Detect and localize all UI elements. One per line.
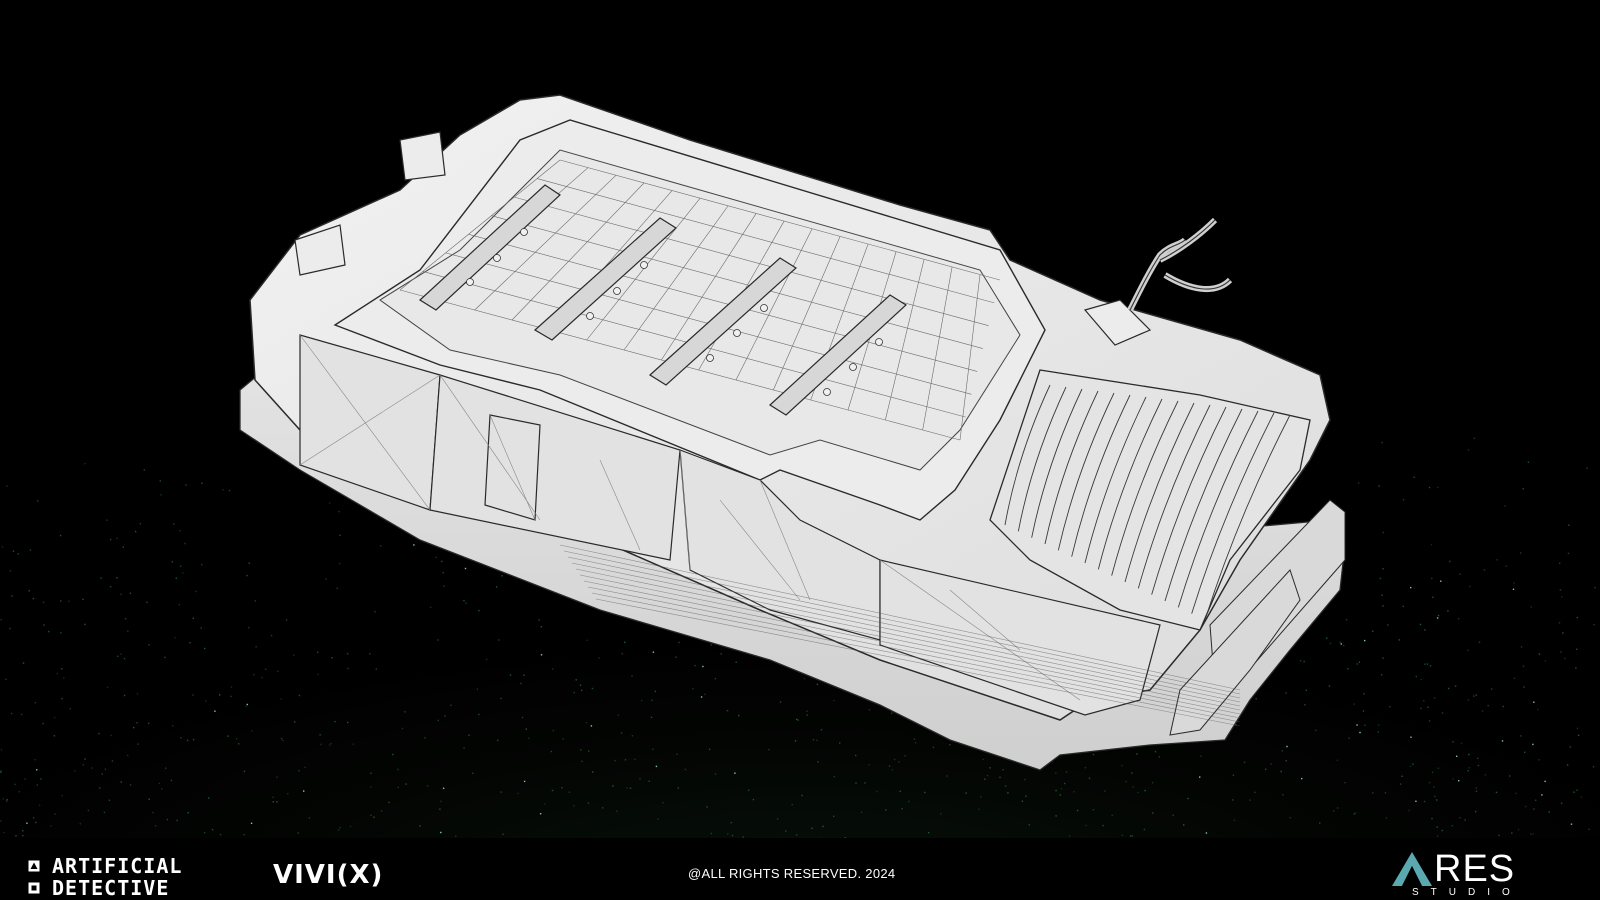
play-square-icon xyxy=(28,882,40,894)
rail-bolts xyxy=(466,228,883,396)
right-stacked-layers xyxy=(1169,499,1346,736)
vivix-logo: VIVI(X) xyxy=(273,860,384,890)
cooling-fin-block xyxy=(989,369,1311,631)
tray-recess xyxy=(379,149,1021,471)
corner-pads xyxy=(294,131,1152,346)
artificial-detective-logo: ARTIFICIAL DETECTIVE xyxy=(28,856,228,898)
cable-harness xyxy=(1127,217,1233,312)
footer-bar: ARTIFICIAL DETECTIVE VIVI(X) @ALL RIGHTS… xyxy=(0,838,1600,900)
ares-studio-logo: RES STUDIO xyxy=(1392,850,1574,898)
ares-studio-subtitle: STUDIO xyxy=(1412,887,1522,898)
brand-line-1: ARTIFICIAL xyxy=(52,854,183,878)
cell-rail xyxy=(419,184,907,416)
triangle-up-icon xyxy=(28,860,40,872)
ares-a-mark-icon xyxy=(1392,852,1432,886)
layer-edge-lines xyxy=(559,544,1241,727)
ares-wordmark: RES xyxy=(1434,848,1516,890)
copyright-text: @ALL RIGHTS RESERVED. 2024 xyxy=(688,866,896,881)
cooling-fins xyxy=(1004,384,1291,621)
brand-line-2: DETECTIVE xyxy=(52,876,170,900)
panel-wire-triangles xyxy=(299,334,1081,701)
